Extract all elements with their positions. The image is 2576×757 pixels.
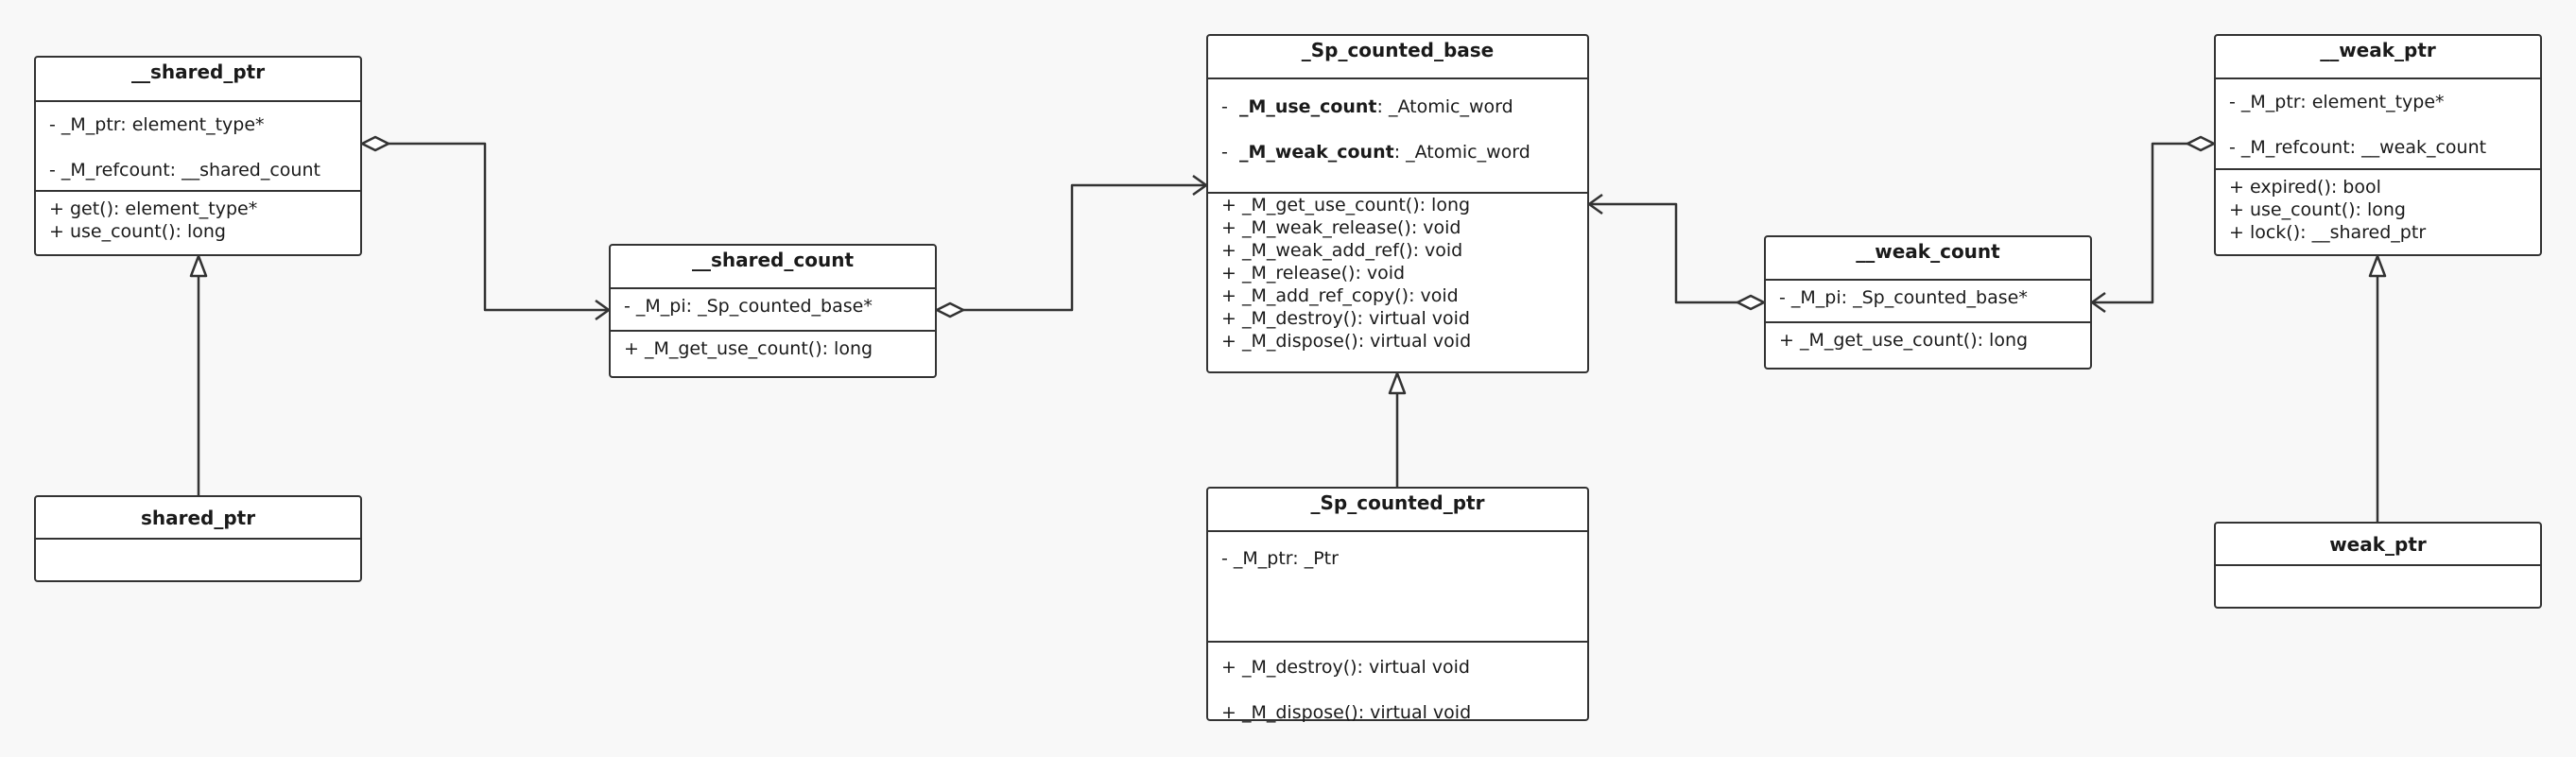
method-row: + _M_weak_release(): void bbox=[1221, 217, 1461, 238]
inheritance-arrowhead bbox=[2368, 254, 2387, 278]
class-fields: - _M_ptr: element_type* - _M_refcount: _… bbox=[2216, 79, 2540, 170]
field-type: : _Atomic_word bbox=[1393, 142, 1530, 163]
aggregation-line bbox=[389, 142, 609, 312]
aggregation-arrowhead bbox=[2090, 291, 2106, 314]
class-methods: + _M_get_use_count(): long + _M_weak_rel… bbox=[1208, 194, 1587, 353]
field-name: _M_use_count bbox=[1238, 96, 1377, 117]
class-weak-ptr[interactable]: weak_ptr bbox=[2214, 522, 2542, 609]
class-fields: - _M_pi: _Sp_counted_base* bbox=[1766, 281, 2090, 323]
field-row: - _M_refcount: __shared_count bbox=[49, 160, 320, 181]
method-row: + _M_destroy(): virtual void bbox=[1221, 657, 1470, 678]
class-name: shared_ptr bbox=[36, 497, 360, 540]
method-row: + _M_add_ref_copy(): void bbox=[1221, 285, 1459, 306]
class-weak-count[interactable]: __weak_count - _M_pi: _Sp_counted_base* … bbox=[1764, 235, 2092, 370]
method-row: + expired(): bool bbox=[2229, 177, 2381, 198]
method-row: + _M_get_use_count(): long bbox=[624, 338, 873, 359]
field-row: - _M_pi: _Sp_counted_base* bbox=[624, 296, 873, 317]
aggregation-arrowhead bbox=[1587, 193, 1603, 215]
method-row: + _M_dispose(): virtual void bbox=[1221, 331, 1472, 352]
method-row: + lock(): __shared_ptr bbox=[2229, 222, 2427, 243]
method-row: + use_count(): long bbox=[49, 221, 226, 242]
class-fields: - _M_ptr: _Ptr bbox=[1208, 532, 1587, 643]
field-row: - _M_use_count: _Atomic_word bbox=[1221, 96, 1513, 117]
aggregation-diamond bbox=[360, 135, 390, 152]
class-shared-ptr[interactable]: shared_ptr bbox=[34, 495, 362, 582]
aggregation-diamond bbox=[1736, 294, 1766, 311]
method-row: + get(): element_type* bbox=[49, 198, 258, 219]
method-row: + _M_destroy(): virtual void bbox=[1221, 308, 1470, 329]
method-row: + _M_release(): void bbox=[1221, 263, 1406, 284]
aggregation-line bbox=[2092, 142, 2187, 304]
class-methods: + _M_get_use_count(): long bbox=[611, 332, 935, 360]
aggregation-diamond bbox=[935, 301, 965, 318]
class-fields: - _M_ptr: element_type* - _M_refcount: _… bbox=[36, 102, 360, 192]
class-methods: + expired(): bool + use_count(): long + … bbox=[2216, 170, 2540, 244]
class-name: __shared_count bbox=[611, 246, 935, 289]
class-methods: + _M_destroy(): virtual void + _M_dispos… bbox=[1208, 643, 1587, 724]
class-methods: + get(): element_type* + use_count(): lo… bbox=[36, 192, 360, 243]
class-shared-count[interactable]: __shared_count - _M_pi: _Sp_counted_base… bbox=[609, 244, 937, 378]
field-row: - _M_weak_count: _Atomic_word bbox=[1221, 142, 1530, 163]
inheritance-arrowhead bbox=[1388, 371, 1407, 395]
class-fields: - _M_use_count: _Atomic_word - _M_weak_c… bbox=[1208, 79, 1587, 194]
class-fields: - _M_pi: _Sp_counted_base* bbox=[611, 289, 935, 332]
field-row: - _M_ptr: element_type* bbox=[2229, 92, 2445, 112]
field-name: _M_weak_count bbox=[1238, 142, 1394, 163]
class-name: _Sp_counted_ptr bbox=[1208, 489, 1587, 532]
method-row: + _M_get_use_count(): long bbox=[1779, 330, 2029, 351]
field-type: : _Atomic_word bbox=[1376, 96, 1513, 117]
field-row: - _M_pi: _Sp_counted_base* bbox=[1779, 287, 2028, 308]
field-row: - _M_ptr: element_type* bbox=[49, 114, 265, 135]
aggregation-diamond bbox=[2186, 135, 2216, 152]
aggregation-line bbox=[963, 183, 1206, 312]
class-sp-counted-ptr[interactable]: _Sp_counted_ptr - _M_ptr: _Ptr + _M_dest… bbox=[1206, 487, 1589, 724]
field-row: - _M_ptr: _Ptr bbox=[1221, 548, 1339, 569]
method-row: + use_count(): long bbox=[2229, 199, 2406, 220]
method-row: + _M_weak_add_ref(): void bbox=[1221, 240, 1463, 261]
class-sp-counted-base[interactable]: _Sp_counted_base - _M_use_count: _Atomic… bbox=[1206, 34, 1589, 373]
class-name: __weak_ptr bbox=[2216, 36, 2540, 79]
class-weak-ptr-base[interactable]: __weak_ptr - _M_ptr: element_type* - _M_… bbox=[2214, 34, 2542, 256]
class-methods: + _M_get_use_count(): long bbox=[1766, 323, 2090, 352]
class-shared-ptr-base[interactable]: __shared_ptr - _M_ptr: element_type* - _… bbox=[34, 56, 362, 256]
class-name: __weak_count bbox=[1766, 237, 2090, 281]
method-row: + _M_dispose(): virtual void bbox=[1221, 702, 1472, 723]
field-row: - _M_refcount: __weak_count bbox=[2229, 137, 2487, 158]
method-row: + _M_get_use_count(): long bbox=[1221, 195, 1471, 215]
inheritance-arrowhead bbox=[189, 254, 208, 278]
aggregation-line bbox=[1589, 202, 1738, 304]
class-name: _Sp_counted_base bbox=[1208, 36, 1587, 79]
class-name: weak_ptr bbox=[2216, 524, 2540, 566]
class-name: __shared_ptr bbox=[36, 58, 360, 102]
